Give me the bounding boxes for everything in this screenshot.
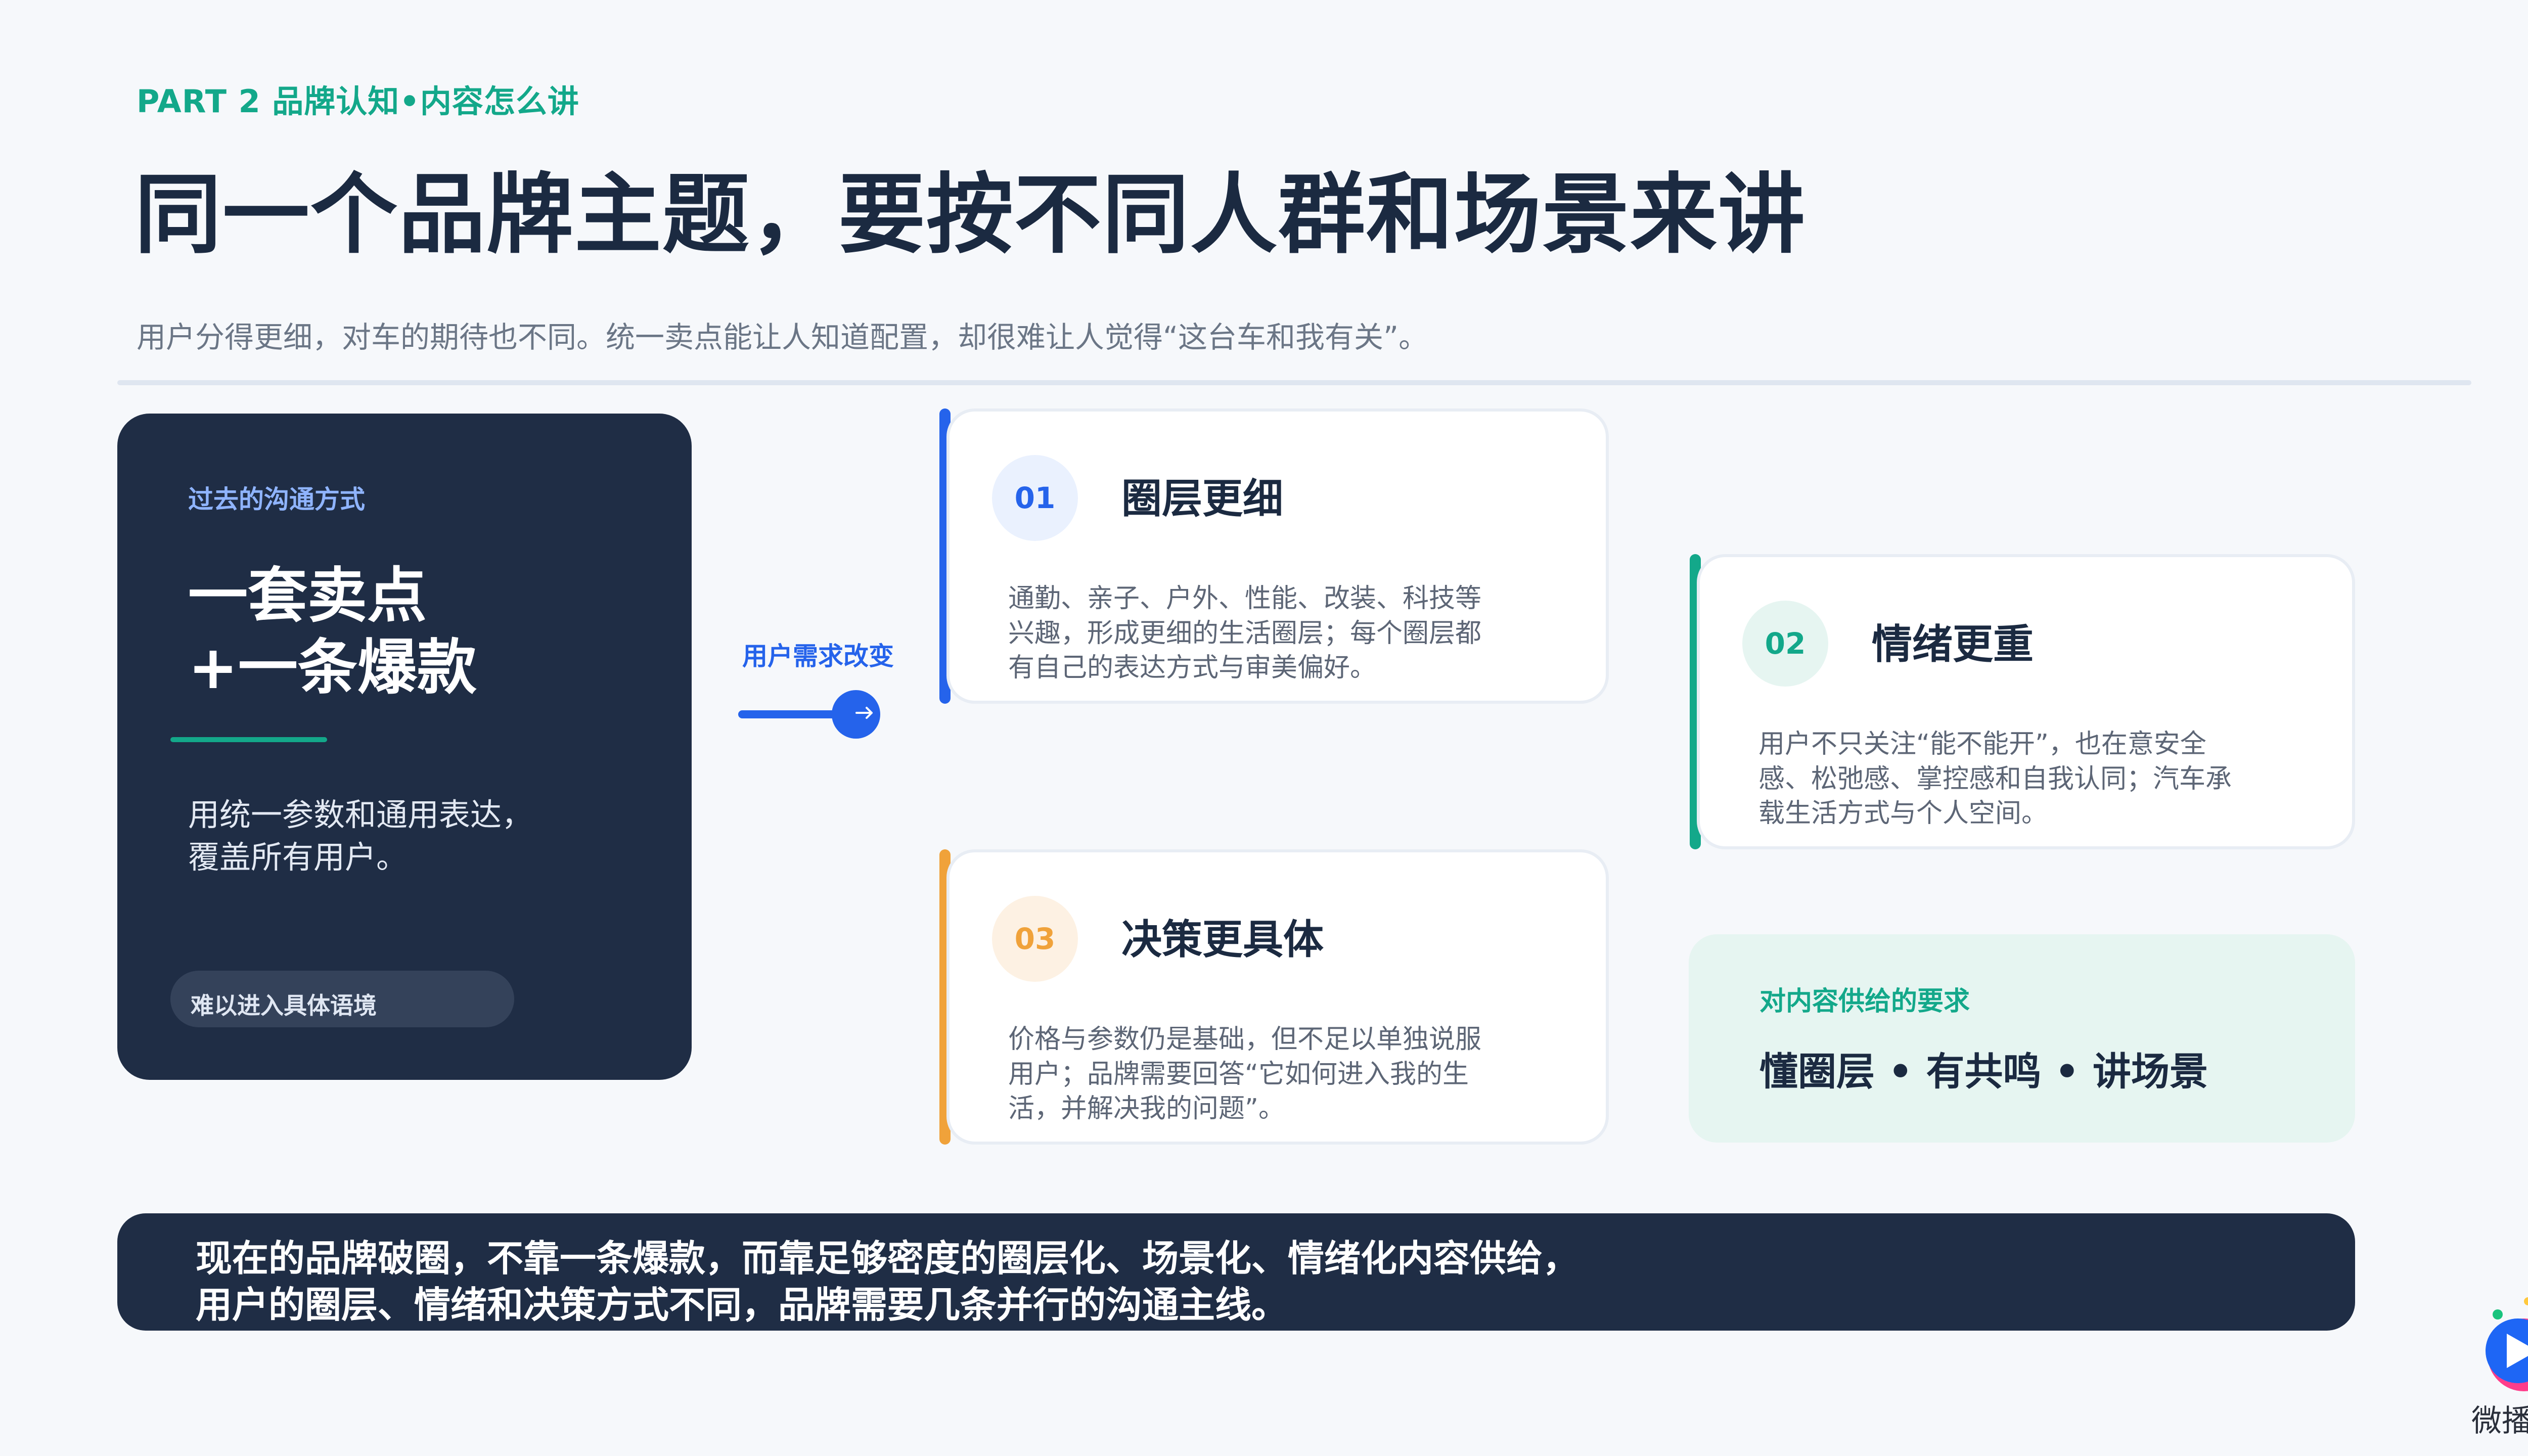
card-body-line: 价格与参数仍是基础，但不足以单独说服	[1008, 1024, 1482, 1055]
feature-card-emotion: 02 情绪更重 用户不只关注“能不能开”，也在意安全 感、松弛感、掌控感和自我认…	[1697, 554, 2355, 849]
requirement-label: 对内容供给的要求	[1759, 986, 1970, 1017]
card-body-line: 通勤、亲子、户外、性能、改装、科技等	[1008, 583, 1482, 614]
past-approach-body: 用统一参数和通用表达， 覆盖所有用户。	[188, 794, 533, 878]
card-title: 情绪更重	[1872, 621, 2034, 668]
card-body-line: 有自己的表达方式与审美偏好。	[1008, 653, 1377, 684]
play-logo-icon	[2486, 1297, 2528, 1391]
card-number: 01	[992, 455, 1078, 541]
card-body: 通勤、亲子、户外、性能、改装、科技等 兴趣，形成更细的生活圈层；每个圈层都 有自…	[1008, 581, 1481, 686]
card-number: 02	[1742, 601, 1828, 687]
card-number: 03	[992, 896, 1078, 982]
past-approach-label: 过去的沟通方式	[188, 485, 365, 514]
connector-dot	[832, 690, 880, 739]
header-divider	[117, 380, 2471, 385]
conclusion-line: 现在的品牌破圈，不靠一条爆款，而靠足够密度的圈层化、场景化、情绪化内容供给，	[196, 1237, 1579, 1280]
limitation-pill: 难以进入具体语境	[170, 971, 514, 1027]
page-subtitle: 用户分得更细，对车的期待也不同。统一卖点能让人知道配置，却很难让人觉得“这台车和…	[137, 320, 1428, 354]
card-body-line: 用户；品牌需要回答“它如何进入我的生	[1008, 1059, 1469, 1089]
accent-underline	[170, 737, 327, 742]
past-approach-card: 过去的沟通方式 一套卖点 +一条爆款 用统一参数和通用表达， 覆盖所有用户。 难…	[117, 414, 692, 1080]
card-body-line: 活，并解决我的问题”。	[1008, 1094, 1285, 1124]
connector-label: 用户需求改变	[742, 642, 894, 671]
connector-line	[738, 710, 854, 718]
requirement-text: 懂圈层 • 有共鸣 • 讲场景	[1759, 1049, 2208, 1094]
card-body-line: 载生活方式与个人空间。	[1758, 798, 2048, 829]
section-eyebrow: PART 2 品牌认知•内容怎么讲	[137, 83, 579, 120]
card-body: 用户不只关注“能不能开”，也在意安全 感、松弛感、掌控感和自我认同；汽车承 载生…	[1758, 727, 2232, 831]
card-title: 圈层更细	[1121, 475, 1283, 522]
card-title: 决策更具体	[1121, 916, 1324, 963]
page-title: 同一个品牌主题，要按不同人群和场景来讲	[134, 164, 1806, 265]
headline-line: 一套卖点	[188, 561, 427, 630]
arrow-right-icon	[855, 707, 873, 719]
headline-line: +一条爆款	[188, 632, 477, 702]
card-body-line: 兴趣，形成更细的生活圈层；每个圈层都	[1008, 618, 1482, 649]
card-body: 价格与参数仍是基础，但不足以单独说服 用户；品牌需要回答“它如何进入我的生 活，…	[1008, 1022, 1481, 1126]
feature-card-decision: 03 决策更具体 价格与参数仍是基础，但不足以单独说服 用户；品牌需要回答“它如…	[946, 849, 1609, 1145]
logo-text: 微播易	[2471, 1403, 2528, 1439]
card-body-line: 用户不只关注“能不能开”，也在意安全	[1758, 729, 2206, 759]
card-body-line: 感、松弛感、掌控感和自我认同；汽车承	[1758, 763, 2232, 794]
feature-card-circles: 01 圈层更细 通勤、亲子、户外、性能、改装、科技等 兴趣，形成更细的生活圈层；…	[946, 408, 1609, 704]
body-line: 用统一参数和通用表达，	[188, 796, 533, 833]
requirement-box: 对内容供给的要求 懂圈层 • 有共鸣 • 讲场景	[1689, 934, 2355, 1143]
limitation-pill-label: 难以进入具体语境	[191, 992, 377, 1019]
conclusion-line: 用户的圈层、情绪和决策方式不同，品牌需要几条并行的沟通主线。	[196, 1284, 1288, 1326]
past-approach-headline: 一套卖点 +一条爆款	[188, 560, 477, 703]
body-line: 覆盖所有用户。	[188, 838, 408, 876]
conclusion-banner: 现在的品牌破圈，不靠一条爆款，而靠足够密度的圈层化、场景化、情绪化内容供给， 用…	[117, 1213, 2355, 1331]
